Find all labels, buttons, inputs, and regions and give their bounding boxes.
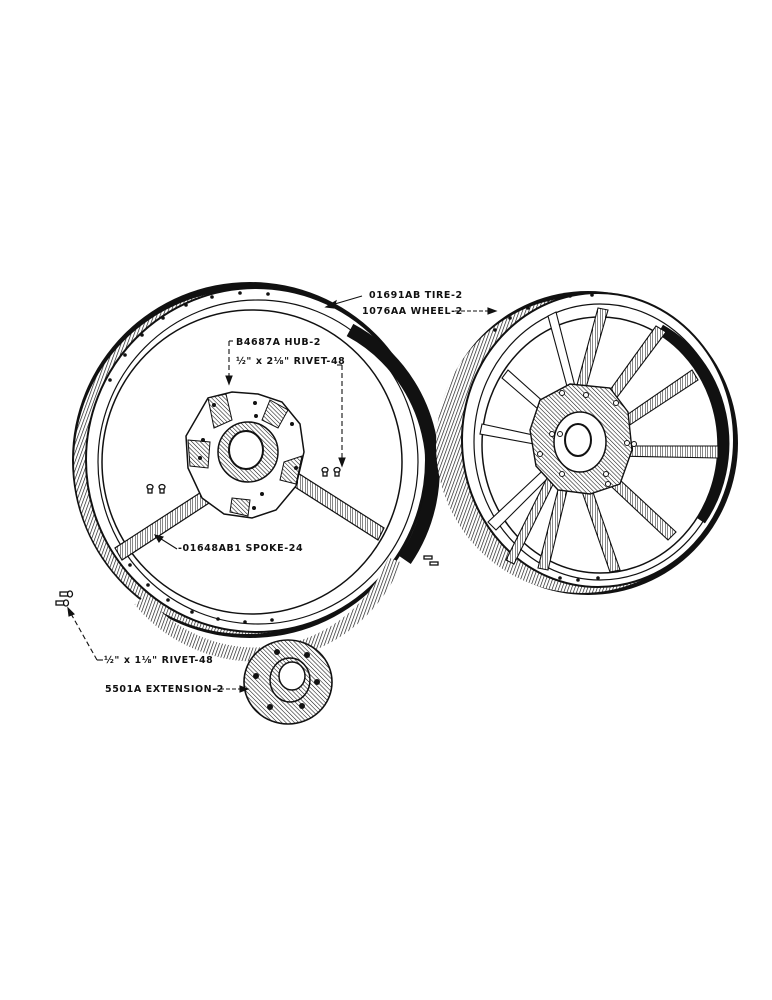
label-hub: B4687A HUB-2 (236, 337, 321, 348)
extension-part (243, 639, 333, 725)
rim-rivet-size: ½" x 1⅛" (104, 655, 158, 666)
label-tire: 01691AB TIRE-2 (369, 290, 463, 301)
hub-rivets (146, 466, 341, 494)
left-wheel (72, 282, 440, 662)
label-hub-rivet: ½" x 2⅛" RIVET-48 (236, 356, 345, 367)
label-spoke: -01648AB1 SPOKE-24 (178, 543, 304, 554)
right-hub (529, 383, 637, 495)
left-hub (185, 391, 305, 519)
rim-rivet-name: RIVET-48 (161, 655, 214, 666)
label-extension: 5501A EXTENSION-2 (105, 684, 224, 695)
label-rim-rivet: ½" x 1⅛" RIVET-48 (104, 655, 213, 666)
hub-rivet-size: ½" x 2⅛" (236, 356, 290, 367)
right-wheel (436, 291, 738, 595)
label-wheel: 1076AA WHEEL-2 (362, 306, 463, 317)
leader-lines (67, 295, 498, 693)
rim-rivets (55, 555, 439, 607)
hub-rivet-name: RIVET-48 (293, 356, 346, 367)
